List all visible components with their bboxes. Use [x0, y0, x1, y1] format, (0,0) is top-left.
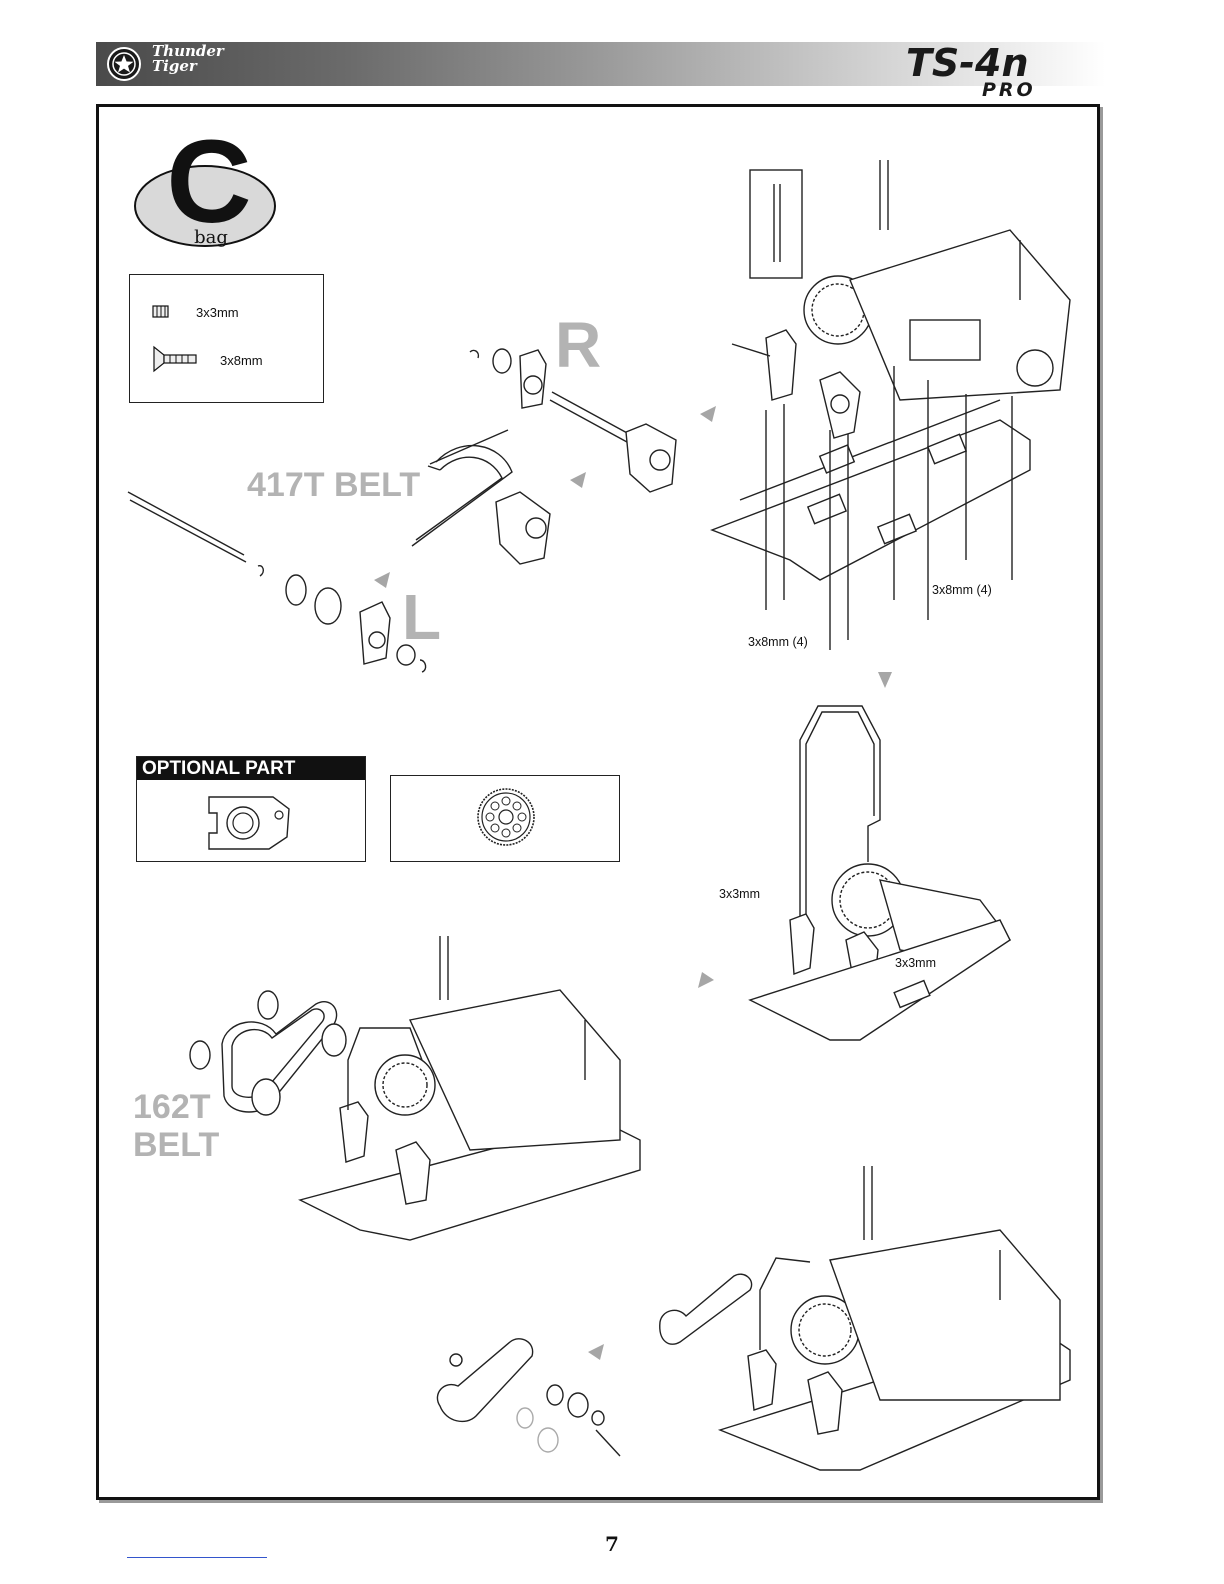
arrow-icon: [698, 972, 714, 988]
arrow-icon: [570, 472, 586, 488]
footer-rule: [127, 1557, 267, 1558]
belt-label-162t: 162T BELT: [133, 1088, 219, 1164]
side-label-l: L: [402, 580, 441, 654]
upper-chassis-drawing: [712, 160, 1070, 650]
optional-part-box-2: [390, 775, 620, 862]
optional-part-header: OPTIONAL PART: [137, 757, 365, 780]
middle-chassis-drawing: [750, 706, 1010, 1040]
side-label-r: R: [555, 308, 601, 382]
spur-gear-icon: [475, 786, 537, 848]
callout-3x3-top: 3x3mm: [719, 887, 760, 901]
lower-left-chassis-drawing: [190, 936, 640, 1240]
callout-3x8-right: 3x8mm (4): [932, 583, 992, 597]
arrow-icon: [878, 672, 892, 688]
arrow-icon: [588, 1344, 604, 1360]
callout-3x3-bottom: 3x3mm: [895, 956, 936, 970]
callout-3x8-left: 3x8mm (4): [748, 635, 808, 649]
arrow-icon: [374, 572, 390, 588]
lower-right-chassis-drawing: [437, 1166, 1070, 1470]
optional-part-box: OPTIONAL PART: [136, 756, 366, 862]
arrow-icon: [700, 406, 716, 422]
page-number: 7: [0, 1532, 1224, 1556]
bearing-holder-icon: [203, 793, 299, 853]
belt-label-417t: 417T BELT: [247, 466, 420, 505]
